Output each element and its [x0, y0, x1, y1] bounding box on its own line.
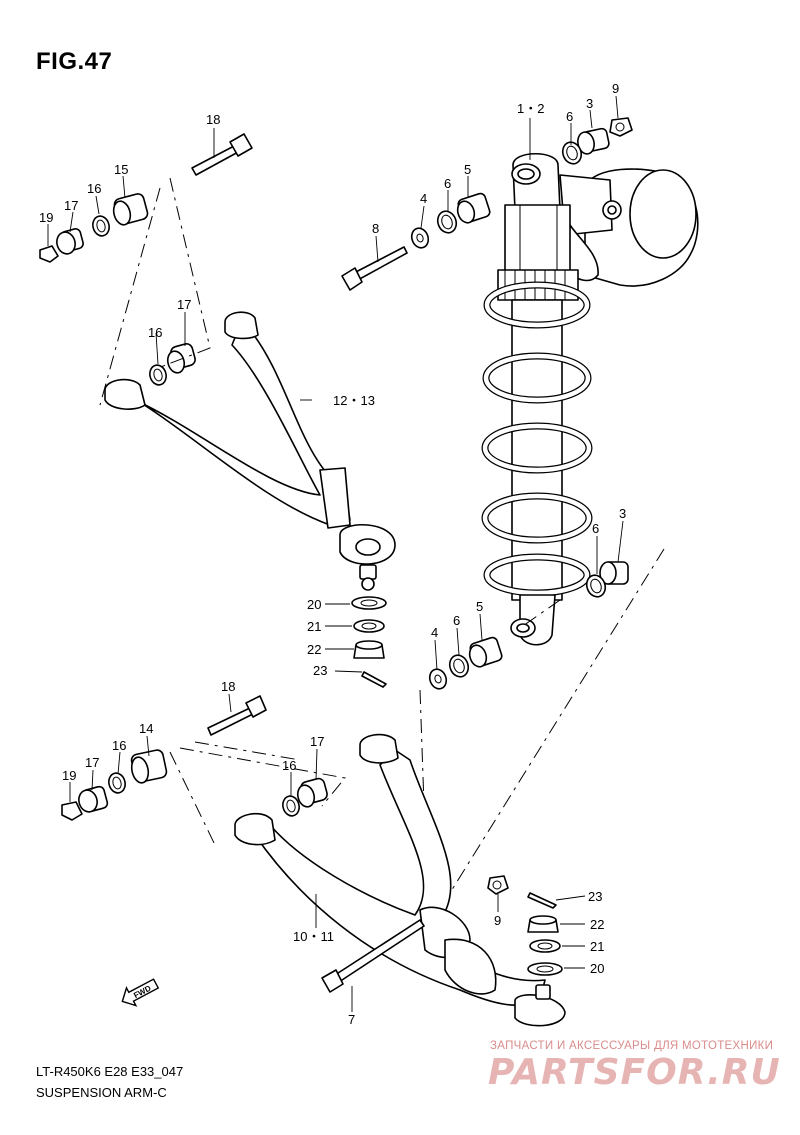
upper-arm-bushings: [39, 133, 253, 406]
callout-17: 17: [85, 755, 99, 770]
callout-17: 17: [177, 297, 191, 312]
model-code: LT-R450K6 E28 E33_047: [36, 1064, 184, 1079]
callout-6: 6: [592, 521, 599, 536]
callout-6: 6: [444, 176, 451, 191]
callout-20: 20: [590, 961, 604, 976]
callout-21: 21: [307, 619, 321, 634]
shock-absorber: [481, 153, 699, 646]
callout-19: 19: [62, 768, 76, 783]
callout-22: 22: [307, 642, 321, 657]
callout-20: 20: [307, 597, 321, 612]
callout-18: 18: [221, 679, 235, 694]
callout-5: 5: [476, 599, 483, 614]
callout-17: 17: [64, 198, 78, 213]
callout-22: 22: [590, 917, 604, 932]
callout-16: 16: [282, 758, 296, 773]
callout-4: 4: [420, 191, 427, 206]
callout-3: 3: [586, 96, 593, 111]
callout-labels: 1・2 6 3 9 18 15 16 17 19 4 6 5 8 17 16 1…: [39, 81, 626, 1027]
upper-shock-hardware: [341, 117, 633, 291]
callout-16: 16: [148, 325, 162, 340]
watermark-logo: PARTSFOR.RU: [488, 1052, 781, 1093]
callout-16: 16: [112, 738, 126, 753]
callout-9: 9: [612, 81, 619, 96]
callout-18: 18: [206, 112, 220, 127]
watermark-tagline: ЗАПЧАСТИ И АКСЕССУАРЫ ДЛЯ МОТОТЕХНИКИ: [490, 1040, 774, 1052]
callout-12-13: 12・13: [333, 393, 375, 408]
leader-lines: [47, 95, 624, 1012]
upper-balljoint-hardware: [351, 596, 387, 688]
callout-6: 6: [566, 109, 573, 124]
callout-23: 23: [588, 889, 602, 904]
upper-arm: [104, 311, 396, 591]
callout-1-2: 1・2: [517, 101, 544, 116]
lower-arm-bushings: [61, 695, 346, 846]
callout-6: 6: [453, 613, 460, 628]
callout-19: 19: [39, 210, 53, 225]
callout-10-11: 10・11: [293, 929, 334, 944]
callout-23: 23: [313, 663, 327, 678]
lower-balljoint-hardware: [527, 892, 563, 976]
callout-7: 7: [348, 1012, 355, 1027]
callout-8: 8: [372, 221, 379, 236]
figure-caption: SUSPENSION ARM-C: [36, 1085, 167, 1100]
callout-9: 9: [494, 913, 501, 928]
callout-4: 4: [431, 625, 438, 640]
callout-17: 17: [310, 734, 324, 749]
callout-5: 5: [464, 162, 471, 177]
callout-3: 3: [619, 506, 626, 521]
callout-15: 15: [114, 162, 128, 177]
figure-title: FIG.47: [36, 48, 113, 75]
callout-16: 16: [87, 181, 101, 196]
fwd-arrow-icon: FWD: [121, 978, 160, 1007]
lower-arm: [234, 733, 566, 1027]
lower-shock-hardware: [419, 548, 665, 926]
callout-14: 14: [139, 721, 153, 736]
callout-21: 21: [590, 939, 604, 954]
